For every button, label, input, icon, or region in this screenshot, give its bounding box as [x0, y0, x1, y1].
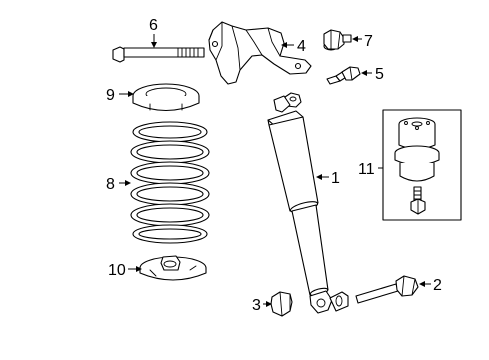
part-8-coil-spring: [130, 121, 210, 244]
part-4-bracket: [208, 21, 312, 85]
callout-2-label: 2: [433, 277, 442, 294]
part-6-bolt: [112, 46, 205, 63]
part-3-bushing: [329, 291, 349, 312]
callout-7: 7: [352, 33, 373, 50]
callout-7-label: 7: [364, 33, 373, 50]
callout-3-label: 3: [252, 297, 261, 314]
part-7-nut: [323, 29, 352, 51]
callout-2: 2: [419, 277, 442, 294]
part-11-mount-kit: [382, 109, 462, 221]
callout-11-label: 11: [358, 161, 375, 178]
callout-4-label: 4: [297, 38, 306, 55]
callout-6-label: 6: [149, 17, 158, 34]
callout-10-label: 10: [108, 262, 126, 279]
part-10-lower-insulator: [139, 255, 207, 281]
callout-10: 10: [108, 262, 142, 279]
callout-1: 1: [316, 170, 340, 187]
callout-1-label: 1: [331, 170, 340, 187]
callout-11: 11: [358, 161, 383, 178]
callout-8: 8: [106, 176, 131, 193]
callout-4: 4: [281, 38, 306, 55]
callout-5-label: 5: [375, 66, 384, 83]
callout-9: 9: [106, 87, 134, 104]
part-1-shock-absorber: [267, 92, 333, 314]
part-5-bolt: [326, 66, 361, 85]
callout-5: 5: [361, 66, 384, 83]
callout-8-label: 8: [106, 176, 115, 193]
part-3-nut: [270, 291, 293, 317]
callout-9-label: 9: [106, 87, 115, 104]
callout-3: 3: [252, 297, 272, 314]
callout-6: 6: [149, 17, 158, 48]
part-2-bolt: [355, 275, 419, 304]
part-9-upper-insulator: [132, 83, 200, 111]
